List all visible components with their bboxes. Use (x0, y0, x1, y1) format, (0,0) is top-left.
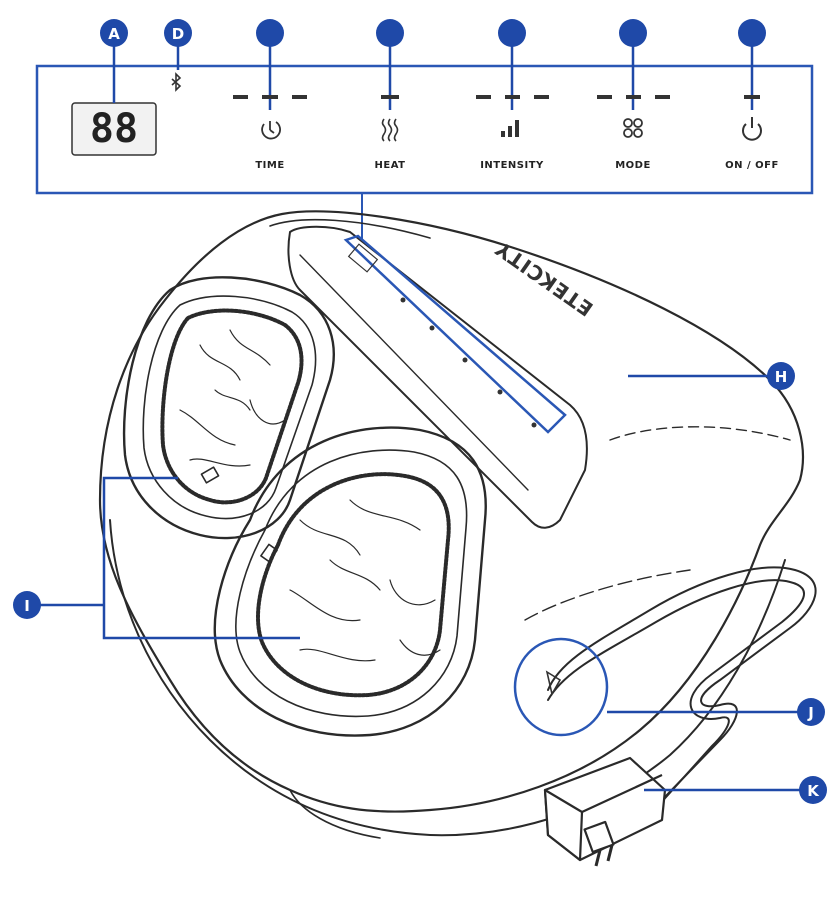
button-mode: MODE (597, 19, 670, 171)
led-display: 88 (71, 102, 157, 156)
button-intensity-label: INTENSITY (480, 160, 544, 171)
device-control-panel (343, 234, 567, 434)
callout-h-letter: H (775, 368, 788, 386)
button-intensity-marker (498, 19, 526, 47)
brand-logo: ETEKCITY (490, 236, 597, 321)
panel-frame (35, 64, 814, 195)
callout-i-marker: I (13, 591, 41, 619)
button-mode-label: MODE (615, 160, 651, 171)
control-panel-detail: 88 A D (35, 19, 814, 242)
power-adapter (543, 756, 667, 867)
button-power-marker (738, 19, 766, 47)
callout-i-letter: I (24, 597, 30, 615)
button-time-marker (256, 19, 284, 47)
outer-shell (98, 210, 804, 813)
power-icon (742, 117, 762, 141)
button-mode-marker (619, 19, 647, 47)
left-foot-well (122, 276, 335, 540)
callout-h: H (628, 362, 795, 390)
callout-j: J (607, 698, 825, 726)
heat-icon (381, 118, 399, 142)
button-time-label: TIME (255, 160, 284, 171)
callout-k: K (644, 776, 827, 804)
button-power: ON / OFF (725, 19, 779, 171)
callout-d: D (164, 19, 192, 70)
cord-entry-detail (513, 637, 609, 737)
button-heat-label: HEAT (375, 160, 406, 171)
timer-icon (261, 121, 281, 140)
button-power-label: ON / OFF (725, 160, 779, 171)
massager-body (98, 210, 804, 839)
callout-i (38, 476, 300, 640)
mode-icon (623, 118, 643, 138)
callout-d-letter: D (172, 25, 184, 43)
bluetooth-icon (171, 72, 182, 92)
button-intensity: INTENSITY (476, 19, 549, 171)
callout-k-letter: K (807, 782, 820, 800)
button-heat-marker (376, 19, 404, 47)
callout-j-letter: J (807, 704, 814, 722)
led-display-digits: 88 (90, 106, 138, 152)
callout-a-letter: A (108, 25, 120, 43)
button-heat: HEAT (375, 19, 406, 171)
control-strip (287, 225, 588, 529)
callout-a: A (100, 19, 128, 103)
right-foot-well (213, 426, 487, 737)
power-cord (547, 566, 817, 807)
intensity-icon (501, 120, 519, 137)
button-time: TIME (233, 19, 307, 171)
brand-logo-text: ETEKCITY (490, 236, 597, 321)
